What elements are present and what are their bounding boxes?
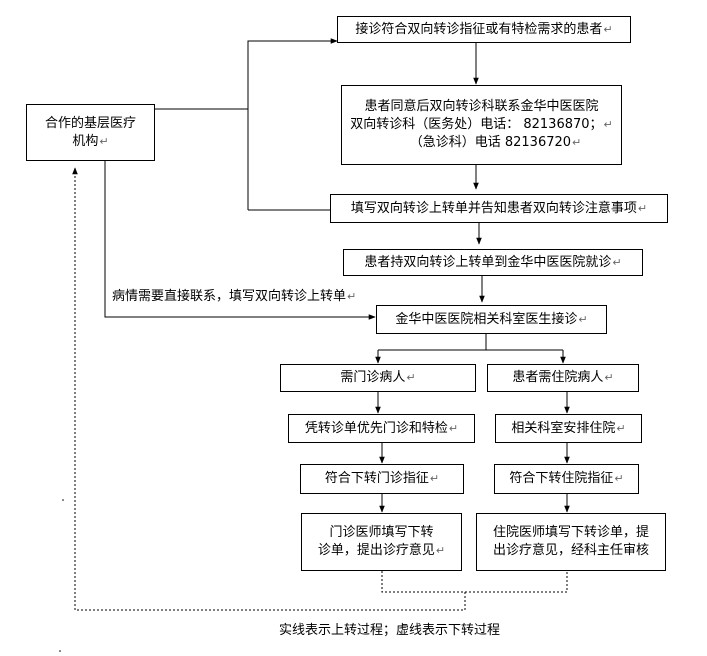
node-down-inpatient-criteria: 符合下转住院指征↵ (494, 464, 639, 494)
node-department-receive: 金华中医医院相关科室医生接诊↵ (376, 305, 607, 334)
line-direct-contact (104, 161, 376, 320)
dashed-down-referral (381, 571, 568, 593)
node-fill-referral-form: 填写双向转诊上转单并告知患者双向转诊注意事项↵ (330, 194, 668, 223)
node-outpatient-doctor-form: 门诊医师填写下转 诊单，提出诊疗意见↵ (301, 513, 462, 571)
label-direct-contact: 病情需要直接联系，填写双向转诊上转单↵ (112, 289, 357, 304)
node-receive-patient: 接诊符合双向转诊指征或有特检需求的患者↵ (337, 16, 631, 43)
node-outpatient: 需门诊病人↵ (280, 364, 476, 392)
node-priority-outpatient: 凭转诊单优先门诊和特检↵ (288, 414, 475, 443)
node-inpatient-doctor-form: 住院医师填写下转诊单，提 出诊疗意见，经科主任审核 (476, 513, 666, 571)
line-partner-to-receive (155, 38, 338, 110)
node-partner-institution: 合作的基层医疗 机构↵ (26, 104, 155, 161)
node-arrange-hospitalization: 相关科室安排住院↵ (495, 414, 642, 443)
node-inpatient: 患者需住院病人↵ (487, 364, 639, 392)
node-down-outpatient-criteria: 符合下转门诊指征↵ (300, 464, 464, 494)
dashed-return-to-partner (72, 167, 466, 611)
legend-note: 实线表示上转过程；虚线表示下转过程 (279, 623, 501, 638)
node-contact-hospital: 患者同意后双向转诊科联系金华中医医院 双向转诊科（医务处）电话： 8213687… (341, 85, 622, 165)
node-carry-referral-form: 患者持双向转诊上转单到金华中医医院就诊↵ (343, 249, 643, 276)
